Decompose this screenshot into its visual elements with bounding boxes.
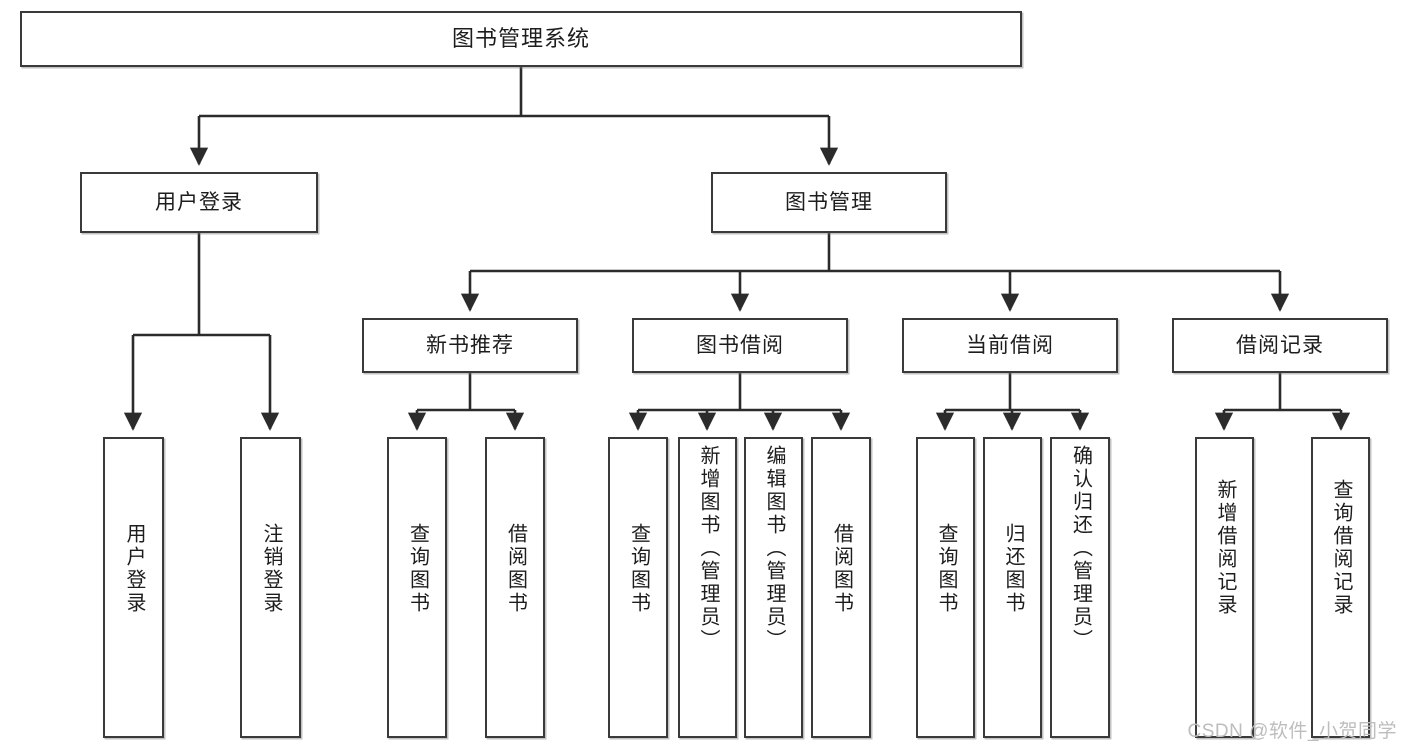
leaf-query-book-current[interactable]: 查询图书	[916, 437, 975, 738]
node-book-management[interactable]: 图书管理	[711, 172, 947, 233]
leaf-query-book-recommend[interactable]: 查询图书	[387, 437, 447, 738]
leaf-borrow-book-recommend[interactable]: 借阅图书	[485, 437, 545, 738]
node-new-book-recommend[interactable]: 新书推荐	[362, 318, 578, 373]
node-label: 新增图书（管理员）	[697, 445, 719, 652]
node-label: 图书管理	[785, 190, 873, 214]
node-label: 查询图书	[627, 523, 650, 615]
node-label: 当前借阅	[966, 333, 1054, 357]
node-label: 查询图书	[406, 523, 429, 615]
node-label: 确认归还（管理员）	[1069, 445, 1092, 652]
node-borrow-record[interactable]: 借阅记录	[1172, 318, 1388, 373]
node-label: 用户登录	[155, 190, 243, 214]
node-label: 查询借阅记录	[1330, 479, 1352, 617]
leaf-borrow-book[interactable]: 借阅图书	[811, 437, 871, 738]
leaf-add-book-admin[interactable]: 新增图书（管理员）	[678, 437, 737, 738]
node-current-borrow[interactable]: 当前借阅	[902, 318, 1118, 373]
node-label: 新增借阅记录	[1214, 479, 1236, 617]
leaf-return-book[interactable]: 归还图书	[983, 437, 1042, 738]
leaf-query-book[interactable]: 查询图书	[608, 437, 668, 738]
leaf-add-borrow-record[interactable]: 新增借阅记录	[1195, 437, 1254, 738]
node-label: 归还图书	[1002, 523, 1024, 615]
node-label: 用户登录	[123, 523, 145, 615]
node-book-borrow[interactable]: 图书借阅	[632, 318, 848, 373]
csdn-watermark: CSDN @软件_小贺同学	[1187, 721, 1397, 742]
node-label: 编辑图书（管理员）	[763, 445, 785, 652]
node-root-system[interactable]: 图书管理系统	[20, 11, 1022, 67]
node-label: 借阅图书	[830, 523, 853, 615]
node-label: 借阅图书	[504, 523, 527, 615]
leaf-query-borrow-record[interactable]: 查询借阅记录	[1311, 437, 1370, 738]
node-label: 查询图书	[935, 523, 957, 615]
node-user-login[interactable]: 用户登录	[80, 172, 318, 233]
leaf-user-login[interactable]: 用户登录	[103, 437, 164, 738]
node-label: 注销登录	[260, 523, 282, 615]
leaf-user-logout[interactable]: 注销登录	[240, 437, 301, 738]
node-label: 图书借阅	[696, 333, 784, 357]
node-label: 借阅记录	[1236, 333, 1324, 357]
leaf-confirm-return-admin[interactable]: 确认归还（管理员）	[1050, 437, 1110, 738]
node-label: 新书推荐	[426, 333, 514, 357]
node-label: 图书管理系统	[451, 25, 590, 51]
leaf-edit-book-admin[interactable]: 编辑图书（管理员）	[744, 437, 803, 738]
